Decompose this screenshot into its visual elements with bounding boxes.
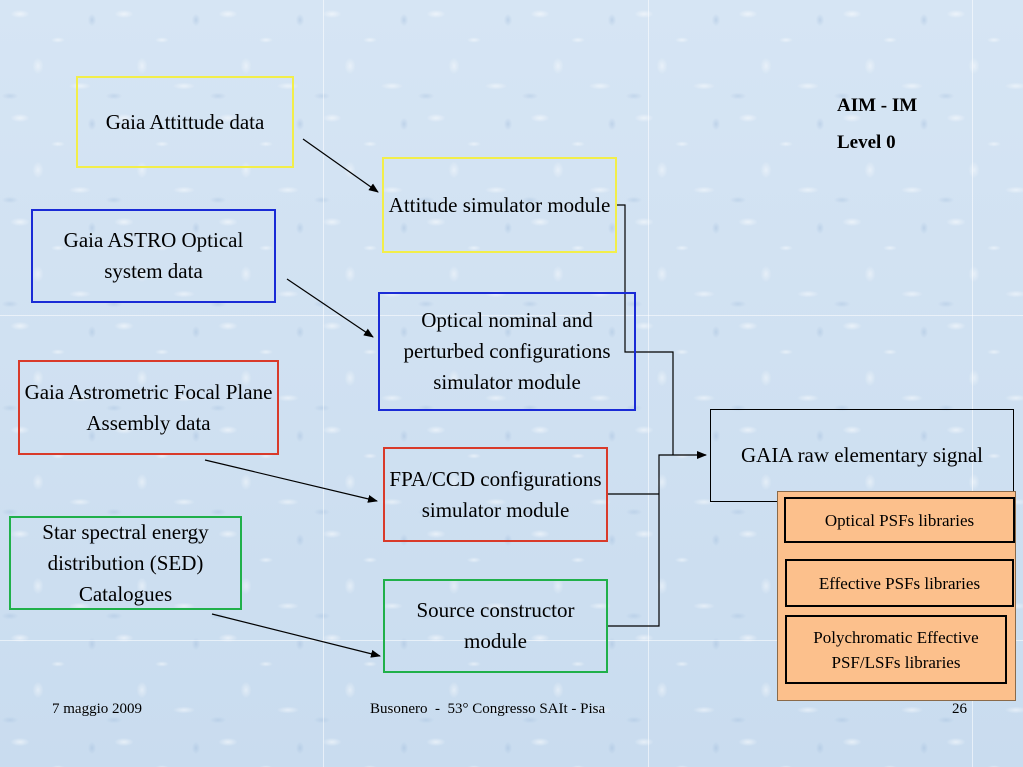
input-sed-catalogues: Star spectral energy distribution (SED) … bbox=[9, 516, 242, 610]
module-fpa-ccd-configurations-label: FPA/CCD configurations simulator module bbox=[389, 466, 602, 522]
library-effective-psfs-label: Effective PSFs libraries bbox=[818, 573, 981, 593]
library-polychromatic-effective-label: Polychromatic Effective PSF/LSFs librari… bbox=[813, 627, 979, 672]
footer-date: 7 maggio 2009 bbox=[52, 701, 142, 717]
background-tile-seam bbox=[972, 0, 973, 767]
footer-event: Busonero - 53° Congresso SAIt - Pisa bbox=[370, 701, 606, 717]
arrow-fpa-data-to-fpa-module bbox=[204, 459, 378, 503]
background-tile-seam bbox=[0, 640, 1023, 641]
arrow-optical-data-to-optical-module bbox=[286, 278, 374, 338]
module-attitude-simulator-label: Attitude simulator module bbox=[388, 192, 611, 217]
module-source-constructor-label: Source constructor module bbox=[416, 598, 575, 653]
input-astro-optical-data-label: Gaia ASTRO Optical system data bbox=[63, 228, 244, 283]
arrow-attitude-data-to-attitude-module bbox=[302, 138, 379, 193]
arrow-sed-to-source-module bbox=[211, 613, 381, 658]
connector-source-module-to-bus bbox=[607, 451, 707, 627]
background-tile-seam bbox=[0, 315, 1023, 316]
input-sed-catalogues-label: Star spectral energy distribution (SED) … bbox=[42, 519, 209, 606]
output-raw-signal-label: GAIA raw elementary signal bbox=[740, 443, 983, 467]
module-fpa-ccd-configurations: FPA/CCD configurations simulator module bbox=[383, 447, 608, 542]
module-attitude-simulator: Attitude simulator module bbox=[382, 157, 617, 253]
level-subtitle: Level 0 bbox=[837, 132, 896, 153]
module-optical-configurations-label: Optical nominal and perturbed configurat… bbox=[403, 308, 611, 394]
connector-attitude-module-to-bus bbox=[616, 204, 674, 455]
input-astrometric-fpa-data-label: Gaia Astrometric Focal Plane Assembly da… bbox=[24, 379, 273, 435]
output-raw-signal: GAIA raw elementary signal bbox=[710, 409, 1014, 502]
library-effective-psfs: Effective PSFs libraries bbox=[785, 559, 1014, 607]
input-attitude-data: Gaia Attittude data bbox=[76, 76, 294, 168]
background-tile-seam bbox=[323, 0, 324, 767]
library-optical-psfs-label: Optical PSFs libraries bbox=[824, 510, 975, 530]
library-polychromatic-effective: Polychromatic Effective PSF/LSFs librari… bbox=[785, 615, 1007, 684]
footer-page-number: 26 bbox=[952, 701, 967, 717]
level-title: AIM - IM bbox=[837, 95, 918, 116]
input-astrometric-fpa-data: Gaia Astrometric Focal Plane Assembly da… bbox=[18, 360, 279, 455]
library-optical-psfs: Optical PSFs libraries bbox=[784, 497, 1015, 543]
input-astro-optical-data: Gaia ASTRO Optical system data bbox=[31, 209, 276, 303]
background-tile-seam bbox=[648, 0, 649, 767]
module-optical-configurations: Optical nominal and perturbed configurat… bbox=[378, 292, 636, 411]
input-attitude-data-label: Gaia Attittude data bbox=[105, 109, 265, 134]
module-source-constructor: Source constructor module bbox=[383, 579, 608, 673]
